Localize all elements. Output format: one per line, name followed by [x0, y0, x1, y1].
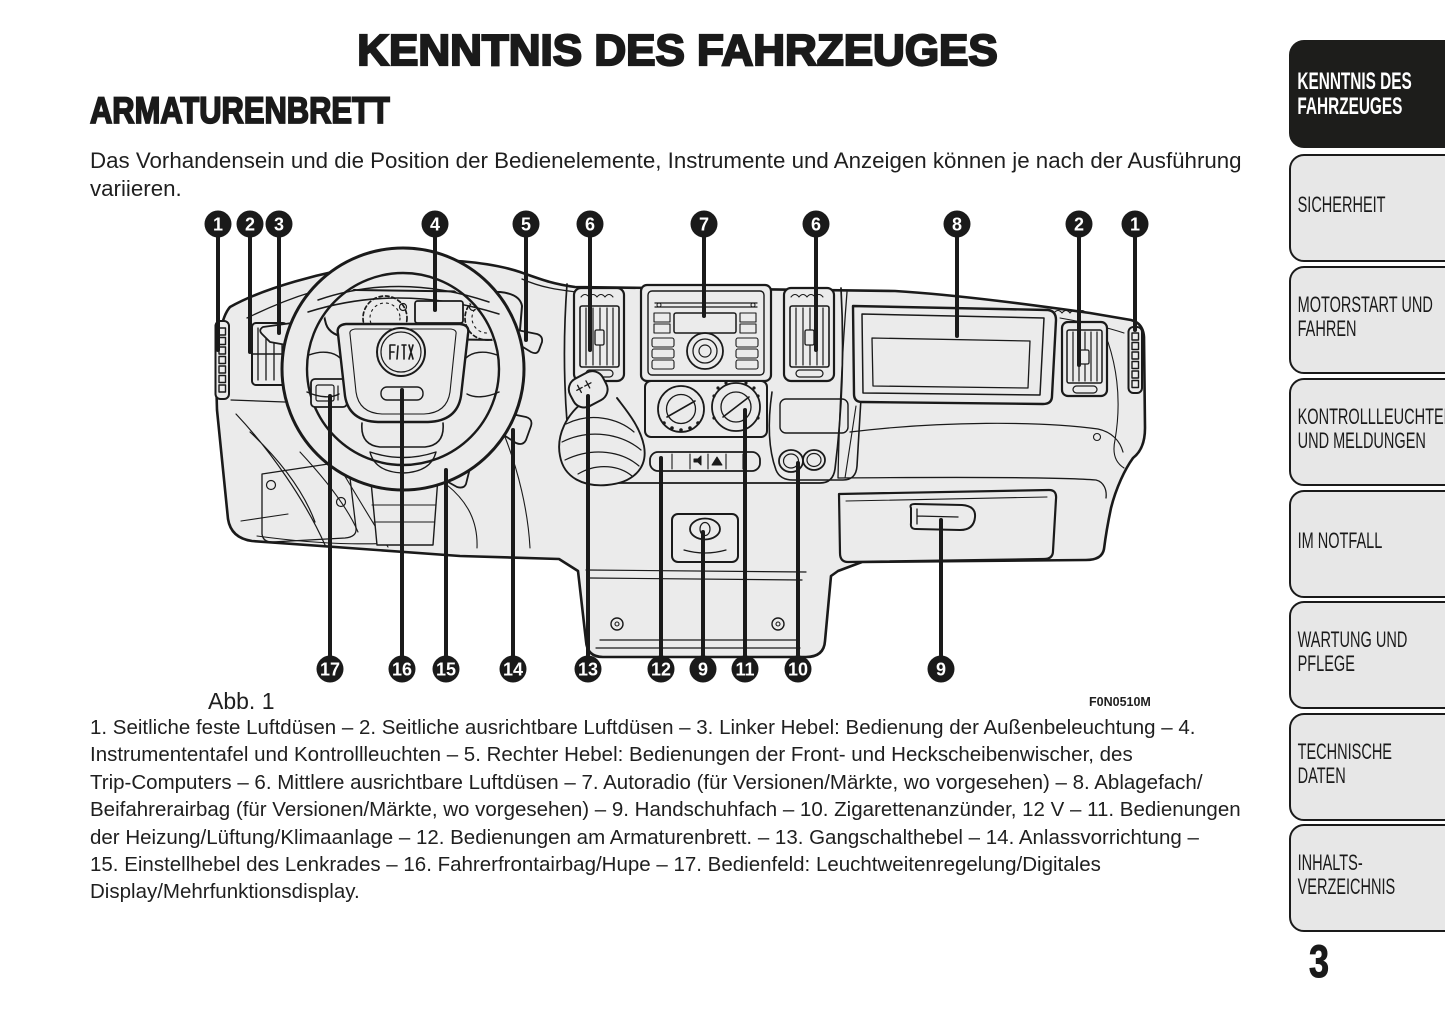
svg-text:12: 12 — [651, 660, 671, 680]
svg-text:8: 8 — [952, 215, 962, 235]
svg-text:5: 5 — [521, 215, 531, 235]
svg-text:7: 7 — [699, 215, 709, 235]
svg-text:13: 13 — [578, 660, 598, 680]
svg-text:10: 10 — [788, 660, 808, 680]
svg-text:1: 1 — [213, 215, 223, 235]
svg-text:16: 16 — [392, 660, 412, 680]
svg-text:9: 9 — [936, 660, 946, 680]
svg-text:2: 2 — [1074, 215, 1084, 235]
svg-text:17: 17 — [320, 660, 340, 680]
svg-text:3: 3 — [274, 215, 284, 235]
svg-text:4: 4 — [430, 215, 440, 235]
svg-text:6: 6 — [811, 215, 821, 235]
svg-text:15: 15 — [436, 660, 456, 680]
svg-text:1: 1 — [1130, 215, 1140, 235]
svg-text:9: 9 — [698, 660, 708, 680]
svg-text:14: 14 — [503, 660, 523, 680]
svg-text:11: 11 — [735, 660, 754, 680]
svg-text:2: 2 — [245, 215, 255, 235]
svg-text:6: 6 — [585, 215, 595, 235]
